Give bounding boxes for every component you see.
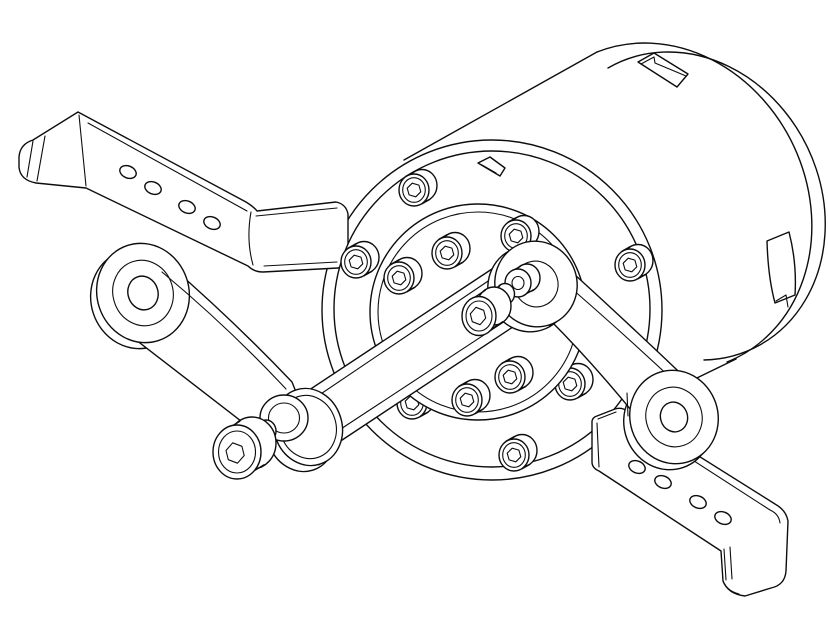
servo-arm-upper-left-body (18, 111, 349, 273)
screw-head-face (212, 424, 262, 480)
roller-bore (511, 275, 525, 291)
crank-right-eye-hole (659, 401, 689, 433)
crank-left-chamfer (161, 271, 287, 390)
crank-right-eye-ring (645, 386, 703, 448)
arm-hole (689, 494, 707, 510)
screw-head-chamfer (217, 430, 257, 474)
joint-center (461, 263, 541, 337)
motor-rear-face-edge (596, 42, 813, 363)
arm-hole (144, 180, 162, 196)
arm-hole (628, 459, 646, 475)
crank-left-eye-ring (112, 259, 174, 327)
arm-hole (119, 164, 137, 180)
arm-hole (654, 474, 672, 490)
crank-left-eye-hole (127, 275, 159, 311)
servo-arm-lower-right-edges (596, 411, 781, 595)
motor-rim-inner-edge (607, 51, 826, 361)
hex-socket (469, 306, 487, 326)
crank-right (487, 240, 719, 471)
motor-top-silhouette (403, 51, 598, 161)
arm-hole (203, 215, 221, 231)
crank-left (89, 242, 301, 446)
hex-socket (225, 442, 245, 464)
arm-hole (714, 510, 732, 526)
washer-bore (267, 402, 301, 434)
crank-left-eye (95, 242, 191, 344)
bezel-key-slot (477, 156, 506, 177)
screw-head-face (461, 295, 497, 337)
crank-right-eye (629, 369, 719, 465)
servo-arm-upper-left (18, 111, 349, 273)
rim-slot-top (637, 52, 689, 88)
rim-slot-right (766, 231, 797, 308)
servo-arm-upper-left-edges (26, 114, 338, 267)
arm-hole (178, 199, 196, 215)
joint-lower-left (212, 387, 344, 480)
screw-head-chamfer (465, 300, 493, 332)
